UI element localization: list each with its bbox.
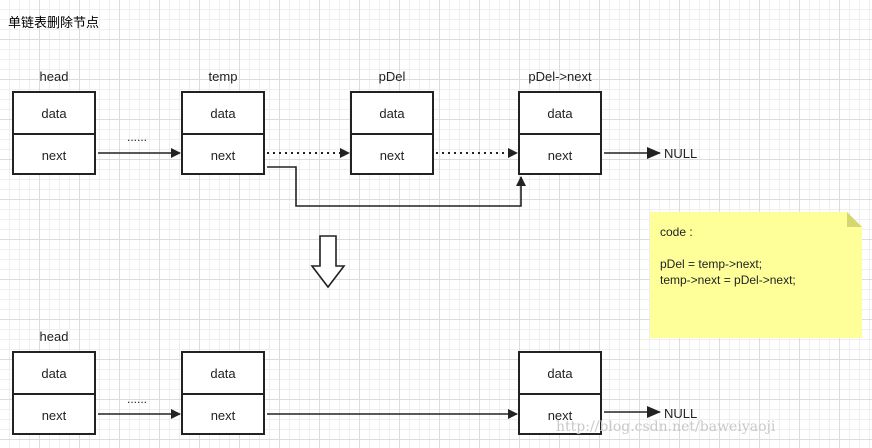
node-head-top: data next bbox=[12, 91, 96, 175]
note-line bbox=[660, 240, 796, 256]
note-body bbox=[650, 212, 862, 338]
label-temp: temp bbox=[208, 69, 238, 84]
null-label-bottom: NULL bbox=[664, 406, 698, 421]
note-line: code : bbox=[660, 225, 693, 239]
node-next-cell: next bbox=[379, 147, 405, 163]
node-head-bottom: data next bbox=[12, 351, 96, 435]
ellipsis-top: ...... bbox=[127, 130, 148, 144]
node-next-cell: next bbox=[210, 147, 236, 163]
node-next-cell: next bbox=[547, 147, 573, 163]
transition-down-arrow bbox=[310, 235, 346, 289]
node-pdel-next-bottom: data next bbox=[518, 351, 602, 435]
node-data-cell: data bbox=[14, 353, 94, 395]
node-temp: data next bbox=[181, 91, 265, 175]
link-temp-bypass bbox=[267, 166, 526, 207]
note-line: temp->next = pDel->next; bbox=[660, 273, 796, 287]
node-data-cell: data bbox=[14, 93, 94, 135]
node-temp-bottom: data next bbox=[181, 351, 265, 435]
node-data-cell: data bbox=[520, 353, 600, 395]
ellipsis-bottom: ...... bbox=[127, 392, 148, 406]
node-data-cell: data bbox=[520, 93, 600, 135]
diagram-title: 单链表删除节点 bbox=[8, 15, 100, 30]
code-note bbox=[650, 212, 862, 338]
note-fold bbox=[847, 212, 862, 227]
node-data-cell: data bbox=[183, 353, 263, 395]
label-head-top: head bbox=[39, 69, 69, 84]
node-next-cell: next bbox=[41, 147, 67, 163]
note-line: pDel = temp->next; bbox=[660, 257, 763, 271]
node-next-cell: next bbox=[210, 407, 236, 423]
node-next-cell: next bbox=[41, 407, 67, 423]
node-pdel: data next bbox=[350, 91, 434, 175]
watermark: http://blog.csdn.net/baweiyaoji bbox=[556, 419, 776, 435]
label-pdel-next: pDel->next bbox=[528, 69, 592, 84]
label-pdel: pDel bbox=[378, 69, 406, 84]
code-note-text: code : pDel = temp->next; temp->next = p… bbox=[660, 224, 796, 288]
node-next-cell: next bbox=[547, 407, 573, 423]
null-label-top: NULL bbox=[664, 146, 698, 161]
label-head-bottom: head bbox=[39, 329, 69, 344]
node-pdel-next: data next bbox=[518, 91, 602, 175]
node-data-cell: data bbox=[183, 93, 263, 135]
node-data-cell: data bbox=[352, 93, 432, 135]
